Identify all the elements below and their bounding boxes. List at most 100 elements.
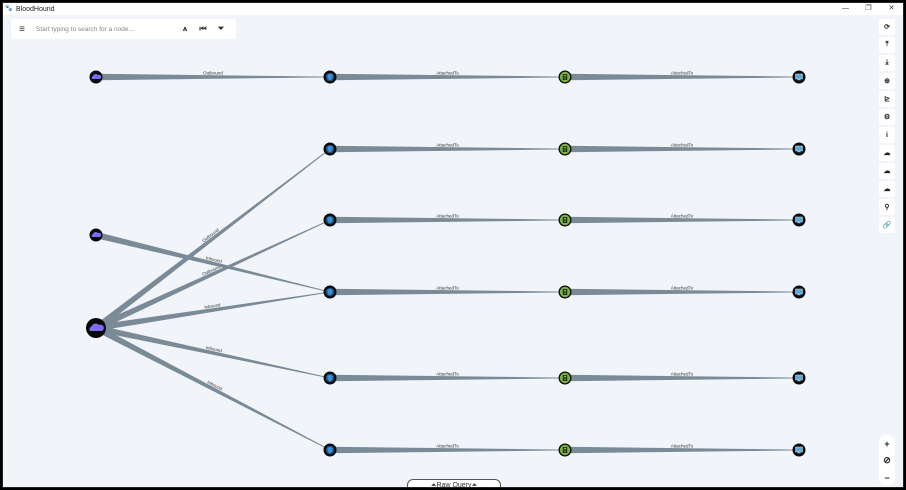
refresh-button[interactable]: ⟳ <box>879 19 895 35</box>
cloud-node[interactable] <box>86 318 106 338</box>
about-button[interactable]: i <box>879 127 895 143</box>
refresh-icon: ⟳ <box>884 24 890 31</box>
edge-label: AttachedTo <box>671 444 694 449</box>
edge-label: Inbound <box>204 302 221 309</box>
edge-attachedto[interactable] <box>565 216 799 224</box>
edge-outbound[interactable] <box>96 73 330 81</box>
edge-attachedto[interactable] <box>330 446 565 454</box>
edge-outbound[interactable] <box>94 219 331 331</box>
edge-outbound[interactable] <box>94 148 331 331</box>
title-bar: 🐾 BloodHound — ❐ ✕ <box>3 3 903 15</box>
edge-label: AttachedTo <box>671 286 694 291</box>
edge-label: AttachedTo <box>436 214 459 219</box>
menu-icon[interactable]: ≡ <box>19 23 25 35</box>
cloud-button-3[interactable]: ☁ <box>879 181 895 197</box>
monitor-node[interactable] <box>792 213 806 227</box>
edge-inbound[interactable] <box>95 324 331 379</box>
storage-icon <box>559 71 571 83</box>
search-bar: ≡ ⩚ ⏮ ⏷ <box>11 19 236 39</box>
search-button[interactable]: ⚲ <box>879 199 895 215</box>
shield-node[interactable] <box>323 213 337 227</box>
edge-attachedto[interactable] <box>565 145 799 153</box>
storage-node[interactable] <box>558 443 572 457</box>
edge-label: Inbound <box>205 345 222 353</box>
storage-node[interactable] <box>558 70 572 84</box>
edge-label: AttachedTo <box>671 214 694 219</box>
edge-attachedto[interactable] <box>330 145 565 153</box>
monitor-node[interactable] <box>792 70 806 84</box>
storage-icon <box>559 372 571 384</box>
storage-node[interactable] <box>558 371 572 385</box>
link-button[interactable]: 🔗 <box>879 217 895 233</box>
monitor-node[interactable] <box>792 285 806 299</box>
settings-button[interactable]: ⚙ <box>879 109 895 125</box>
edge-attachedto[interactable] <box>330 73 565 81</box>
info-icon: i <box>886 131 888 139</box>
gear-icon: ⚙ <box>883 114 891 121</box>
storage-icon <box>559 143 571 155</box>
cloud-icon: ☁ <box>883 168 891 175</box>
window-controls: — ❐ ✕ <box>834 3 903 15</box>
shield-node[interactable] <box>323 371 337 385</box>
zoom-out-button[interactable]: − <box>884 472 890 483</box>
storage-icon <box>559 214 571 226</box>
shield-node[interactable] <box>323 70 337 84</box>
minimize-button[interactable]: — <box>842 5 849 12</box>
shield-icon <box>325 144 335 154</box>
shield-icon <box>325 373 335 383</box>
search-icon: ⚲ <box>884 204 890 211</box>
link-icon: 🔗 <box>882 222 892 229</box>
edge-inbound[interactable] <box>95 291 331 332</box>
monitor-node[interactable] <box>792 443 806 457</box>
upload-data-button[interactable]: ⊕ <box>879 73 895 89</box>
zoom-in-button[interactable]: + <box>884 438 890 449</box>
edge-attachedto[interactable] <box>565 73 799 81</box>
raw-query-toggle[interactable]: ⏶Raw Query⏶ <box>407 479 501 487</box>
storage-node[interactable] <box>558 285 572 299</box>
shield-node[interactable] <box>323 142 337 156</box>
cloud-node[interactable] <box>89 70 103 84</box>
graph-canvas[interactable]: OutboundOutboundOutboundInboundInboundIn… <box>3 3 904 488</box>
monitor-node[interactable] <box>792 371 806 385</box>
monitor-node[interactable] <box>792 142 806 156</box>
zoom-reset-button[interactable]: ⊘ <box>883 455 891 465</box>
maximize-button[interactable]: ❐ <box>865 5 872 12</box>
right-toolbar: ⟳ ⤒ ⤓ ⊕ ⊵ ⚙ i ☁ ☁ ☁ ⚲ 🔗 <box>879 19 895 233</box>
storage-node[interactable] <box>558 213 572 227</box>
edge-attachedto[interactable] <box>330 374 565 382</box>
edge-attachedto[interactable] <box>565 288 799 296</box>
monitor-icon <box>795 73 803 81</box>
edge-attachedto[interactable] <box>330 216 565 224</box>
edge-label: AttachedTo <box>671 143 694 148</box>
edge-attachedto[interactable] <box>330 288 565 296</box>
cloud-icon: ☁ <box>883 186 891 193</box>
edge-inbound[interactable] <box>94 325 331 451</box>
chart-icon: ⊵ <box>884 96 890 103</box>
storage-node[interactable] <box>558 142 572 156</box>
edge-label: AttachedTo <box>436 286 459 291</box>
import-icon: ⤓ <box>885 59 889 66</box>
close-button[interactable]: ✕ <box>888 5 895 12</box>
edge-label: Outbound <box>203 71 223 76</box>
monitor-icon <box>795 288 803 296</box>
export-graph-button[interactable]: ⤒ <box>879 37 895 53</box>
shield-node[interactable] <box>323 285 337 299</box>
export-icon: ⤒ <box>885 41 889 48</box>
pathfinding-icon[interactable]: ⩚ <box>182 24 188 33</box>
edge-label: AttachedTo <box>436 71 459 76</box>
cloud-button-1[interactable]: ☁ <box>879 145 895 161</box>
back-icon[interactable]: ⏮ <box>199 24 207 33</box>
edge-attachedto[interactable] <box>565 374 799 382</box>
cloud-node[interactable] <box>89 228 103 242</box>
edge-inbound[interactable] <box>95 231 331 293</box>
filter-icon[interactable]: ⏷ <box>217 24 225 33</box>
storage-icon <box>559 444 571 456</box>
shield-icon <box>325 287 335 297</box>
shield-node[interactable] <box>323 443 337 457</box>
search-input[interactable] <box>36 25 176 33</box>
cloud-button-2[interactable]: ☁ <box>879 163 895 179</box>
change-layout-button[interactable]: ⊵ <box>879 91 895 107</box>
import-graph-button[interactable]: ⤓ <box>879 55 895 71</box>
edge-attachedto[interactable] <box>565 446 799 454</box>
edge-label: Inbound <box>205 255 222 264</box>
